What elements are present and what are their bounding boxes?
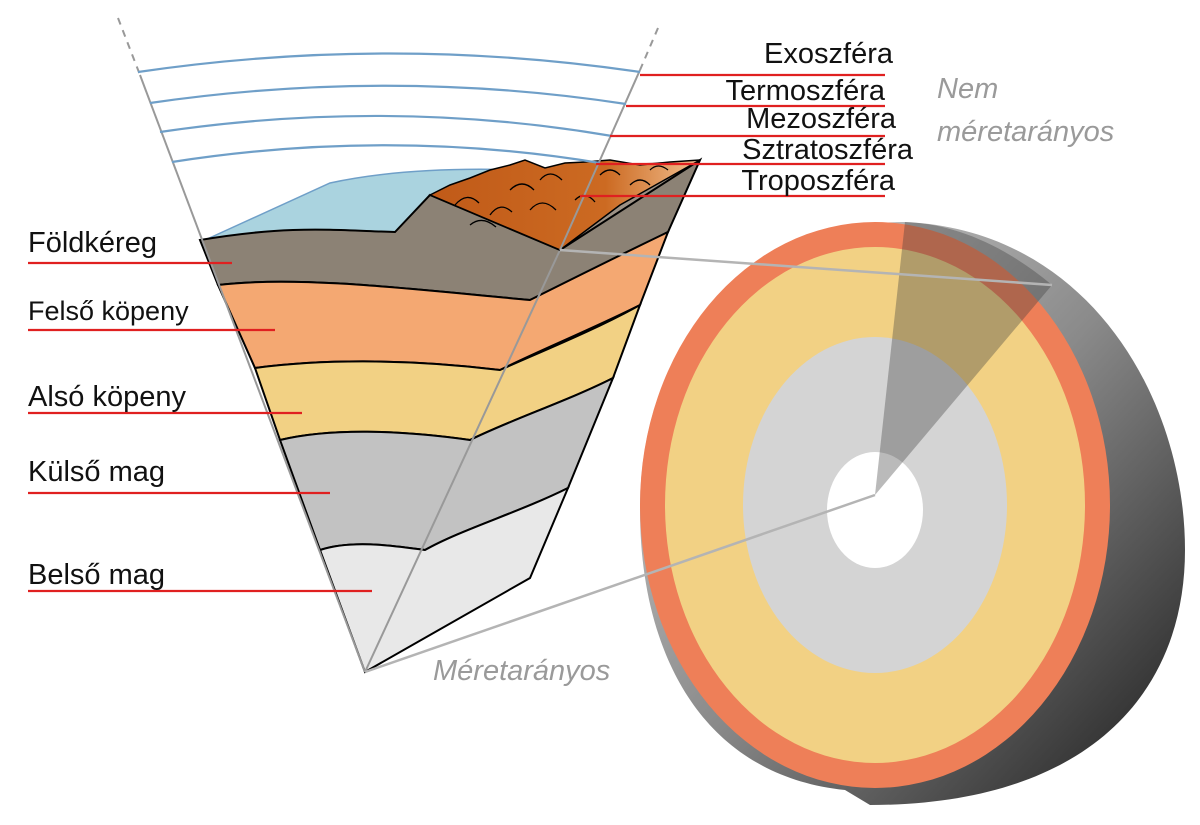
label-thermosphere: Termoszféra <box>725 75 885 107</box>
note-not-to-scale-line2: méretarányos <box>937 116 1114 148</box>
label-troposphere: Troposzféra <box>741 165 896 197</box>
leader-lines <box>28 73 885 593</box>
label-lower-mantle: Alsó köpeny <box>28 381 186 413</box>
wedge-right-edge <box>559 69 641 251</box>
inner-core-layer <box>318 485 570 674</box>
label-crust: Földkéreg <box>28 227 157 259</box>
label-upper-mantle: Felső köpeny <box>28 296 189 326</box>
earth-wedge <box>117 17 703 674</box>
wedge-right-dash <box>639 27 659 71</box>
scale-connector-lines <box>364 248 1053 674</box>
note-to-scale: Méretarányos <box>433 655 610 687</box>
label-outer-core: Külső mag <box>28 456 165 488</box>
wedge-left-edge <box>139 74 366 673</box>
sphere-inner-core <box>827 452 923 568</box>
wedge-facet-line <box>364 249 561 673</box>
earth-sphere-cutaway <box>640 222 1185 805</box>
note-not-to-scale-line1: Nem <box>937 73 998 105</box>
label-inner-core: Belső mag <box>28 559 165 591</box>
label-mesosphere: Mezoszféra <box>746 103 897 135</box>
label-stratosphere: Sztratoszféra <box>742 134 914 166</box>
sphere-wedge-section <box>875 222 1052 495</box>
label-exosphere: Exoszféra <box>764 38 894 70</box>
wedge-left-dash <box>117 17 141 76</box>
atmosphere-arcs <box>137 52 641 165</box>
